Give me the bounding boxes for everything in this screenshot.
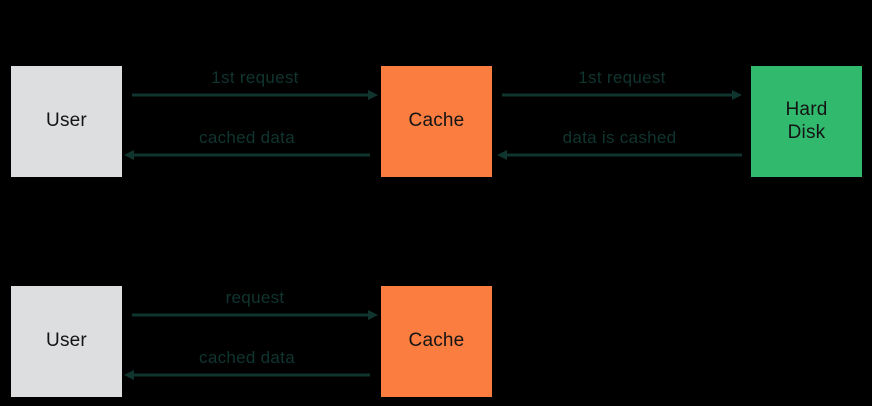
edge-label-cached-data-cache-user-row2: cached data: [199, 348, 295, 367]
arrow-left-cache-to-user-row2: [124, 368, 370, 382]
arrow-right-user-to-cache-row2: [132, 308, 378, 322]
node-cache-row2[interactable]: Cache: [381, 286, 492, 397]
node-label: Cache: [408, 110, 465, 132]
arrow-right-user-to-cache: [132, 88, 378, 102]
node-label: Cache: [408, 330, 465, 352]
node-cache-row1[interactable]: Cache: [381, 66, 492, 177]
node-hard-disk-row1[interactable]: Hard Disk: [751, 66, 862, 177]
node-label: User: [46, 330, 87, 352]
arrow-left-disk-to-cache: [497, 148, 742, 162]
edge-label-1st-request-user-cache: 1st request: [211, 68, 299, 87]
arrow-right-cache-to-disk: [502, 88, 742, 102]
edge-label-data-is-cashed-disk-cache: data is cashed: [562, 128, 677, 147]
arrow-left-cache-to-user: [124, 148, 370, 162]
node-label: Hard Disk: [785, 99, 828, 143]
edge-label-request-user-cache: request: [225, 288, 285, 307]
edge-label-cached-data-cache-user: cached data: [199, 128, 295, 147]
edge-label-1st-request-cache-disk: 1st request: [578, 68, 666, 87]
node-user-row1[interactable]: User: [11, 66, 122, 177]
node-user-row2[interactable]: User: [11, 286, 122, 397]
node-label: User: [46, 110, 87, 132]
